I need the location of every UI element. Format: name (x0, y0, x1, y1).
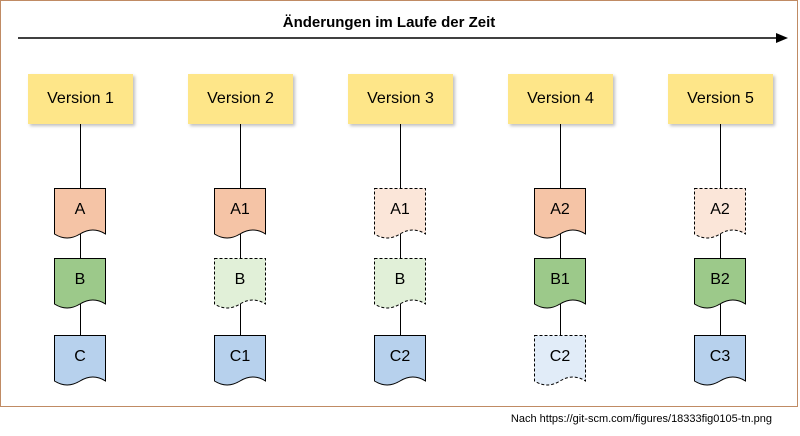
file-label: C2 (549, 348, 571, 365)
file-label: C (74, 348, 86, 365)
version-box: Version 5 (668, 74, 773, 124)
file-label: A2 (710, 201, 730, 218)
version-box: Version 4 (508, 74, 613, 124)
file-document: C (54, 335, 106, 387)
version-box: Version 2 (188, 74, 293, 124)
file-document-icon (694, 188, 746, 239)
file-document-icon (54, 258, 106, 309)
file-document-icon (374, 335, 426, 386)
file-label: C1 (229, 348, 251, 365)
version-connector-line (560, 124, 561, 380)
file-document: C2 (374, 335, 426, 387)
file-document-icon (214, 335, 266, 386)
diagram-frame (0, 0, 798, 407)
file-document-icon (374, 188, 426, 239)
file-label: B (394, 271, 406, 288)
file-document: C2 (534, 335, 586, 387)
file-document: C3 (694, 335, 746, 387)
file-label: A1 (230, 201, 250, 218)
file-label: B (74, 271, 86, 288)
version-connector-line (720, 124, 721, 380)
file-document-icon (54, 188, 106, 239)
file-document: C1 (214, 335, 266, 387)
file-document: A2 (534, 188, 586, 240)
file-label: B2 (710, 271, 730, 288)
file-label: A2 (550, 201, 570, 218)
file-document-icon (214, 188, 266, 239)
file-label: A1 (390, 201, 410, 218)
file-label: A (74, 201, 86, 218)
file-document-icon (374, 258, 426, 309)
file-document-icon (694, 258, 746, 309)
file-label: B (234, 271, 246, 288)
file-document-icon (534, 258, 586, 309)
source-caption: Nach https://git-scm.com/figures/18333fi… (510, 413, 772, 425)
file-document: A1 (214, 188, 266, 240)
file-label: B1 (550, 271, 570, 288)
file-document: A2 (694, 188, 746, 240)
file-document: B (374, 258, 426, 310)
file-document: B (214, 258, 266, 310)
file-document: B2 (694, 258, 746, 310)
file-document-icon (214, 258, 266, 309)
version-box: Version 3 (348, 74, 453, 124)
file-document-icon (54, 335, 106, 386)
file-document-icon (694, 335, 746, 386)
diagram-title: Änderungen im Laufe der Zeit (282, 14, 496, 31)
file-label: C2 (389, 348, 411, 365)
file-document-icon (534, 188, 586, 239)
version-connector-line (80, 124, 81, 380)
file-label: C3 (709, 348, 731, 365)
file-document: A (54, 188, 106, 240)
file-document: B1 (534, 258, 586, 310)
file-document: B (54, 258, 106, 310)
file-document-icon (534, 335, 586, 386)
version-connector-line (240, 124, 241, 380)
file-document: A1 (374, 188, 426, 240)
version-box: Version 1 (28, 74, 133, 124)
version-connector-line (400, 124, 401, 380)
